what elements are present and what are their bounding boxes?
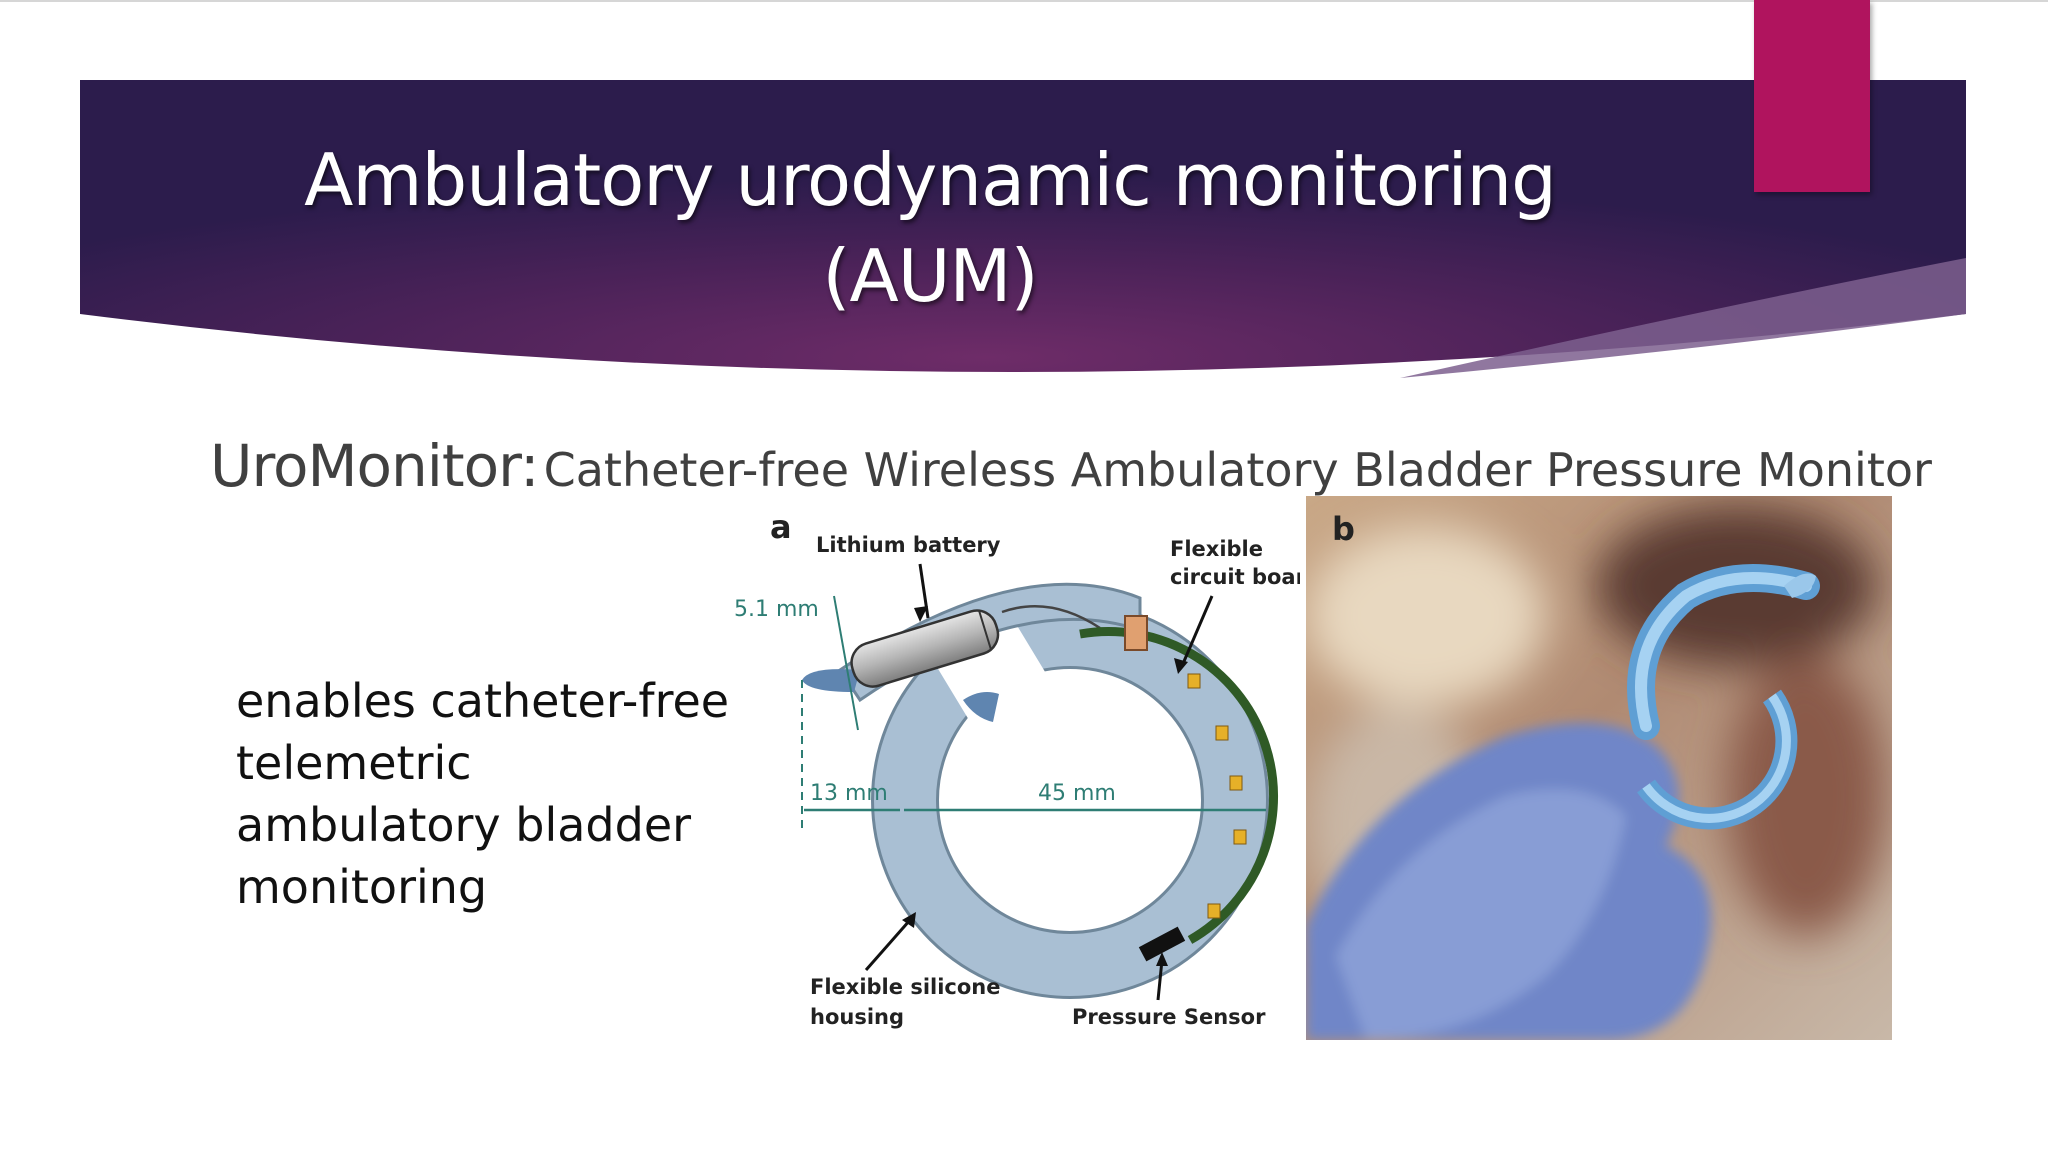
ring-tip <box>963 692 999 722</box>
board-component <box>1187 673 1201 689</box>
body-line: monitoring <box>236 860 488 914</box>
title-line-2: (AUM) <box>822 234 1038 318</box>
top-rule <box>0 0 2048 2</box>
board-component <box>1207 903 1221 919</box>
board-chip <box>1124 615 1148 651</box>
panel-letter-a: a <box>770 508 792 546</box>
board-component <box>1229 775 1243 791</box>
slide-subtitle: UroMonitor: Catheter-free Wireless Ambul… <box>210 432 1932 500</box>
gloved-hand <box>1306 723 1711 1040</box>
title-banner <box>80 80 1966 378</box>
accent-tab <box>1754 0 1870 192</box>
body-text: enables catheter-free telemetric ambulat… <box>236 670 756 918</box>
subtitle-description: Catheter-free Wireless Ambulatory Bladde… <box>543 443 1932 497</box>
dim-diameter-line <box>833 595 859 731</box>
slide-title: Ambulatory urodynamic monitoring (AUM) <box>180 132 1680 324</box>
title-line-1: Ambulatory urodynamic monitoring <box>304 138 1557 222</box>
label-board-line2: circuit board <box>1170 565 1300 589</box>
catheter-tip <box>802 669 860 692</box>
lithium-battery <box>850 609 1000 688</box>
board-component <box>1233 829 1247 845</box>
body-line: telemetric <box>236 736 472 790</box>
label-housing-line1: Flexible silicone <box>810 975 1000 999</box>
label-pressure-sensor: Pressure Sensor <box>1072 1005 1266 1029</box>
label-lithium-battery: Lithium battery <box>816 533 1001 557</box>
subtitle-product-name: UroMonitor: <box>210 432 540 500</box>
board-component <box>1215 725 1229 741</box>
panel-letter-b: b <box>1332 510 1355 548</box>
body-line: ambulatory bladder <box>236 798 692 852</box>
label-housing-line2: housing <box>810 1005 904 1029</box>
flexible-circuit-board <box>1079 627 1278 944</box>
body-line: enables catheter-free <box>236 674 730 728</box>
dim-tip-label: 13 mm <box>810 781 888 806</box>
device-diagram: a Lithium battery Flexible circuit board… <box>734 508 1300 1029</box>
dim-diameter-label: 5.1 mm <box>734 597 819 622</box>
device-in-hand <box>1627 564 1820 830</box>
pressure-sensor <box>1138 926 1186 962</box>
device-photo: b <box>1306 496 1892 1040</box>
dim-ring-label: 45 mm <box>1038 781 1116 806</box>
label-board-line1: Flexible <box>1170 537 1263 561</box>
